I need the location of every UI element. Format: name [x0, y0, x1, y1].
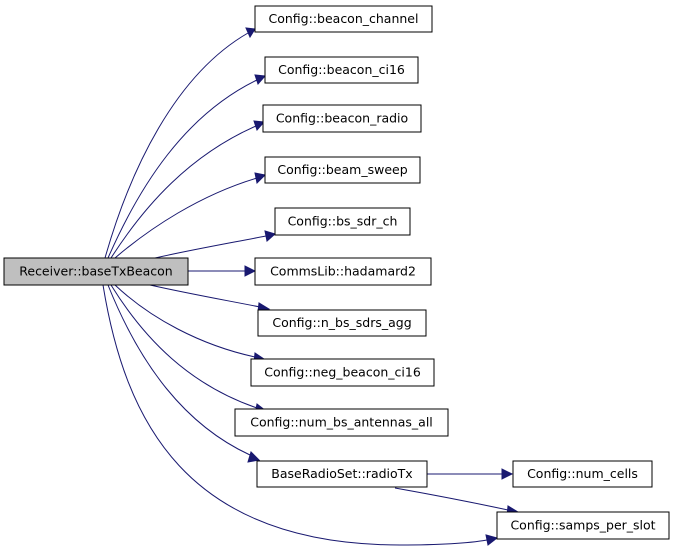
node-samps-per-slot[interactable]: Config::samps_per_slot [496, 511, 670, 540]
edge-base-tx-beacon-to-beam-sweep [114, 172, 267, 259]
edge-base-tx-beacon-to-neg-beacon-ci16 [114, 284, 266, 364]
node-label: Config::beacon_channel [269, 11, 419, 26]
edge-base-tx-beacon-to-beacon-ci16 [107, 74, 267, 259]
edge-base-tx-beacon-to-bs-sdr-ch [154, 230, 277, 259]
node-label: Config::bs_sdr_ch [288, 214, 398, 229]
node-num-cells[interactable]: Config::num_cells [512, 460, 653, 488]
edge-base-tx-beacon-to-samps-per-slot [102, 284, 499, 546]
node-label: Config::num_cells [527, 466, 638, 481]
edge-base-tx-beacon-to-beacon-radio [110, 120, 266, 259]
node-neg-beacon-ci16[interactable]: Config::neg_beacon_ci16 [250, 358, 435, 387]
node-beacon-radio[interactable]: Config::beacon_radio [262, 104, 422, 133]
node-label: Config::neg_beacon_ci16 [264, 365, 421, 380]
node-beacon-ci16[interactable]: Config::beacon_ci16 [264, 56, 419, 84]
node-num-bs-antennas-all[interactable]: Config::num_bs_antennas_all [234, 408, 449, 437]
node-hadamard2[interactable]: CommsLib::hadamard2 [254, 257, 432, 286]
edge-base-tx-beacon-to-beacon-channel [104, 27, 256, 259]
node-label: Config::num_bs_antennas_all [250, 415, 433, 430]
node-label: Config::beacon_ci16 [278, 62, 405, 77]
node-label: Config::beacon_radio [276, 111, 408, 126]
node-n-bs-sdrs-agg[interactable]: Config::n_bs_sdrs_agg [257, 309, 427, 337]
edge-base-tx-beacon-to-num-bs-antennas-all [110, 284, 268, 415]
edge-base-tx-beacon-to-hadamard2 [188, 265, 257, 277]
node-label: Receiver::baseTxBeacon [19, 264, 172, 279]
node-beam-sweep[interactable]: Config::beam_sweep [264, 156, 421, 184]
node-label: Config::n_bs_sdrs_agg [272, 315, 411, 330]
node-beacon-channel[interactable]: Config::beacon_channel [254, 5, 433, 33]
edge-base-tx-beacon-to-n-bs-sdrs-agg [149, 284, 271, 313]
node-bs-sdr-ch[interactable]: Config::bs_sdr_ch [274, 207, 411, 236]
edge-base-tx-beacon-to-radio-tx [107, 284, 261, 463]
node-label: CommsLib::hadamard2 [270, 264, 416, 279]
node-radio-tx[interactable]: BaseRadioSet::radioTx [256, 460, 428, 488]
edge-radio-tx-to-num-cells [427, 468, 514, 480]
node-base-tx-beacon[interactable]: Receiver::baseTxBeacon [3, 257, 189, 286]
node-label: Config::beam_sweep [277, 162, 407, 177]
node-label: BaseRadioSet::radioTx [271, 466, 412, 481]
node-label: Config::samps_per_slot [510, 518, 655, 533]
